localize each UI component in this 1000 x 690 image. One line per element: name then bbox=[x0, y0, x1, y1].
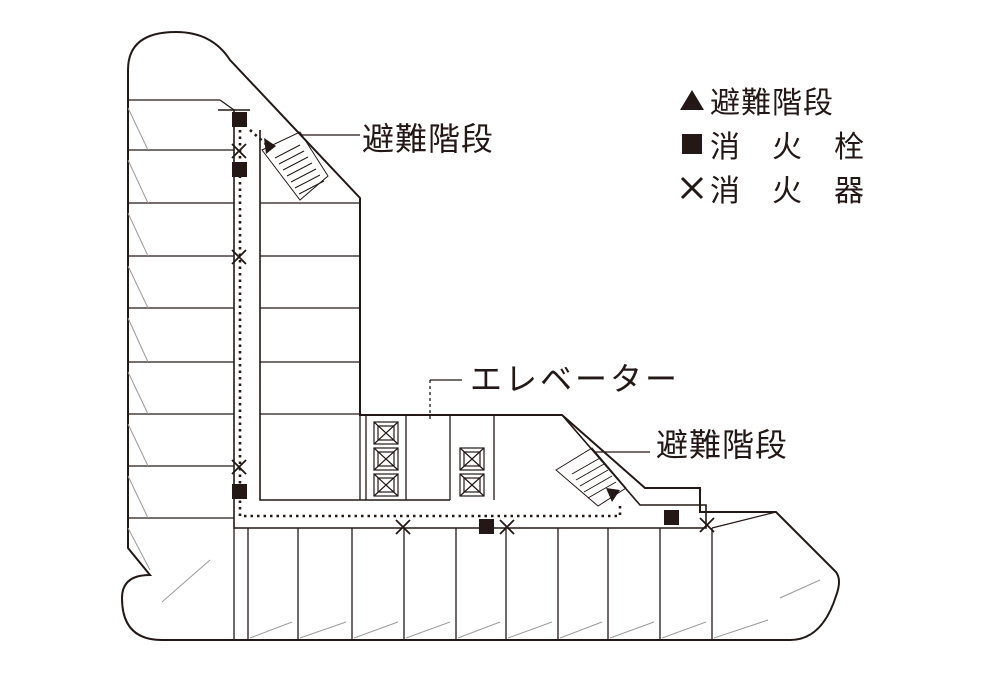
fire-extinguisher-icon bbox=[231, 143, 247, 159]
fire-hydrant-icon bbox=[232, 112, 247, 127]
fire-extinguisher-icon bbox=[231, 459, 247, 475]
legend-item-fire-hydrant: 消 火 栓 bbox=[676, 122, 865, 166]
left-rooms bbox=[128, 99, 235, 519]
legend-label: 避難階段 bbox=[710, 86, 834, 121]
building-outline bbox=[120, 30, 840, 641]
legend-label: 消 火 栓 bbox=[710, 130, 865, 165]
corridor-outline bbox=[233, 110, 707, 529]
cross-icon bbox=[676, 176, 708, 200]
fire-extinguisher-icon bbox=[395, 519, 411, 535]
stair-direction-arrow-lower bbox=[606, 488, 620, 502]
legend-item-fire-extinguisher: 消 火 器 bbox=[676, 166, 865, 210]
fire-hydrant-markers bbox=[232, 112, 679, 534]
square-icon bbox=[676, 132, 708, 156]
stair-lower bbox=[555, 447, 650, 507]
legend-label: 消 火 器 bbox=[710, 174, 865, 209]
bottom-rooms bbox=[233, 511, 777, 640]
bottom-room-hatch bbox=[249, 579, 821, 639]
fire-hydrant-icon bbox=[232, 484, 247, 499]
evacuation-route bbox=[238, 129, 622, 518]
inner-rooms bbox=[260, 202, 361, 500]
stair-direction-arrow-upper bbox=[264, 138, 276, 154]
fire-extinguisher-icon bbox=[499, 519, 515, 535]
triangle-icon bbox=[676, 88, 708, 112]
fire-extinguisher-icon bbox=[231, 249, 247, 265]
fire-hydrant-icon bbox=[232, 162, 247, 177]
fire-extinguisher-markers bbox=[231, 143, 715, 535]
elevator-block bbox=[365, 379, 495, 500]
legend-item-evacuation-stairs: 避難階段 bbox=[676, 78, 865, 122]
callout-elevator: エレベーター bbox=[470, 360, 681, 398]
fire-hydrant-icon bbox=[664, 510, 679, 525]
left-room-hatch bbox=[127, 107, 211, 603]
fire-hydrant-icon bbox=[479, 519, 494, 534]
callout-evacuation-stairs-lower: 避難階段 bbox=[656, 426, 789, 464]
callout-evacuation-stairs-upper: 避難階段 bbox=[362, 120, 495, 158]
elevator-cars bbox=[373, 421, 485, 497]
legend: 避難階段 消 火 栓 消 火 器 bbox=[676, 78, 865, 210]
stair-upper bbox=[261, 131, 360, 201]
fire-extinguisher-icon bbox=[699, 517, 715, 533]
